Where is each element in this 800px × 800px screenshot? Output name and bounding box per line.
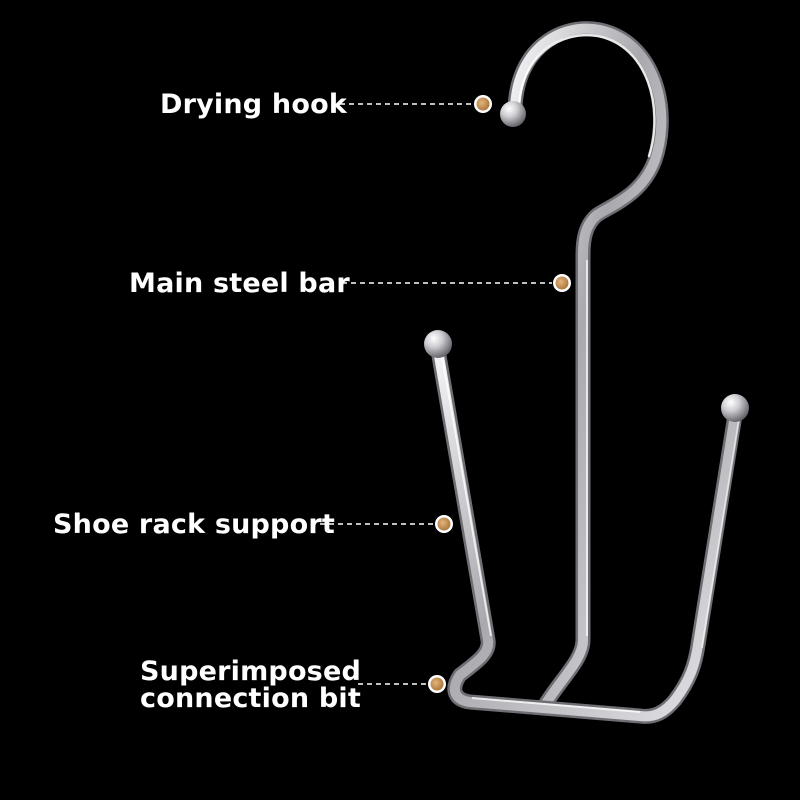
right-support-end-ball <box>721 394 749 422</box>
hook-end-ball <box>500 101 526 127</box>
shoe-rack-support-label: Shoe rack support <box>53 509 335 540</box>
main-steel-bar-shape <box>507 21 669 713</box>
marker-dot-main-steel-bar <box>553 274 571 292</box>
shoe-rack-support-shape <box>430 342 743 724</box>
connection-bit-label: Superimposed connection bit <box>140 658 361 712</box>
marker-dot-shoe-rack-support <box>435 515 453 533</box>
left-support-end-ball <box>424 330 452 358</box>
marker-dot-connection-bit <box>428 675 446 693</box>
marker-dot-drying-hook <box>474 95 492 113</box>
marker-dots <box>428 95 571 693</box>
connection-bit-label-line1: Superimposed <box>140 656 361 687</box>
main-steel-bar-label: Main steel bar <box>129 268 350 299</box>
drying-hook-label: Drying hook <box>160 89 348 120</box>
connection-bit-label-line2: connection bit <box>140 683 361 714</box>
